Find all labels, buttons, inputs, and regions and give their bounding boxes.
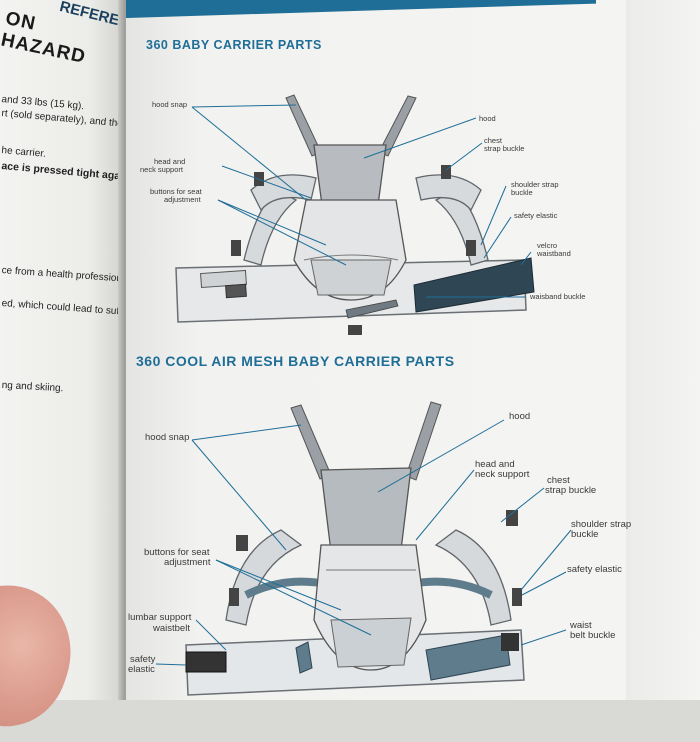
label-chest-1b: strap buckle xyxy=(484,144,525,153)
left-line-3: he carrier. xyxy=(1,145,47,160)
right-shoulder-buckle-2 xyxy=(512,588,522,606)
label-buttons-2b: adjustment xyxy=(164,557,211,568)
label-head-neck-2a: head and xyxy=(475,459,515,470)
head-neck-buckle-2 xyxy=(236,535,248,551)
label-chest-2b: strap buckle xyxy=(545,485,597,496)
label-hood-snap-1: hood snap xyxy=(152,100,188,109)
label-lumbar-b: waistbelt xyxy=(153,623,190,634)
baby-carrier-diagram xyxy=(175,94,535,335)
label-safety-elastic-1: safety elastic xyxy=(514,211,558,220)
left-line-5: ce from a health professional befo xyxy=(1,265,128,286)
left-line-7: ng and skiing. xyxy=(1,380,64,395)
label-buttons-1b: adjustment xyxy=(164,195,201,204)
label-safety-elastic-2r: safety elastic xyxy=(567,564,622,575)
label-hood-snap-2: hood snap xyxy=(145,432,190,443)
label-chest-1a: chest xyxy=(484,136,502,145)
label-velcro-1b: waistband xyxy=(537,249,571,258)
section2-title: 360 COOL AIR MESH BABY CARRIER PARTS xyxy=(136,353,455,369)
label-waisband-buckle-1: waisband buckle xyxy=(530,292,586,301)
label-waist-a: waist xyxy=(570,620,592,631)
left-shoulder-buckle xyxy=(231,240,241,256)
label-buttons-1a: buttons for seat xyxy=(150,187,202,196)
label-head-neck-1b: neck support xyxy=(140,165,183,174)
label-hood-2: hood xyxy=(509,411,531,422)
left-line-6: ed, which could lead to suffocati xyxy=(1,298,128,319)
velcro-waistband-shape xyxy=(413,257,535,313)
left-line-4: ace is pressed tight against your bod xyxy=(0,160,128,188)
label-safety-2b: elastic xyxy=(128,664,155,675)
label-lumbar-a: lumbar support xyxy=(128,612,192,623)
label-velcro-1a: velcro xyxy=(537,241,558,250)
label-shoulder-1a: shoulder strap xyxy=(511,180,559,189)
chest-strap-buckle-2 xyxy=(506,510,518,526)
label-shoulder-1b: buckle xyxy=(511,188,533,197)
left-shoulder-buckle-2 xyxy=(229,588,239,606)
label-safety-2a: safety xyxy=(130,654,156,665)
label-hood-1: hood xyxy=(479,114,496,123)
left-page-heading: REFERENC ON HAZARD xyxy=(0,0,128,68)
label-head-neck-1a: head and xyxy=(154,157,186,166)
section1-leader-lines xyxy=(191,104,532,298)
left-page: REFERENC ON HAZARD and 33 lbs (15 kg). r… xyxy=(0,0,128,700)
label-head-neck-2b: neck support xyxy=(475,469,530,480)
label-shoulder-2b: buckle xyxy=(571,529,599,540)
right-shoulder-buckle xyxy=(466,240,476,256)
label-waist-b: belt buckle xyxy=(570,630,616,641)
label-buttons-2a: buttons for seat xyxy=(144,547,210,558)
section2-leader-lines xyxy=(155,419,572,666)
section1-title: 360 BABY CARRIER PARTS xyxy=(146,38,322,52)
cool-air-mesh-carrier-diagram xyxy=(155,401,572,696)
label-chest-2a: chest xyxy=(547,475,570,486)
left-line-2: rt (sold separately), and these infants xyxy=(1,108,128,133)
label-shoulder-2a: shoulder strap xyxy=(571,519,632,530)
chest-strap-buckle xyxy=(441,165,451,179)
